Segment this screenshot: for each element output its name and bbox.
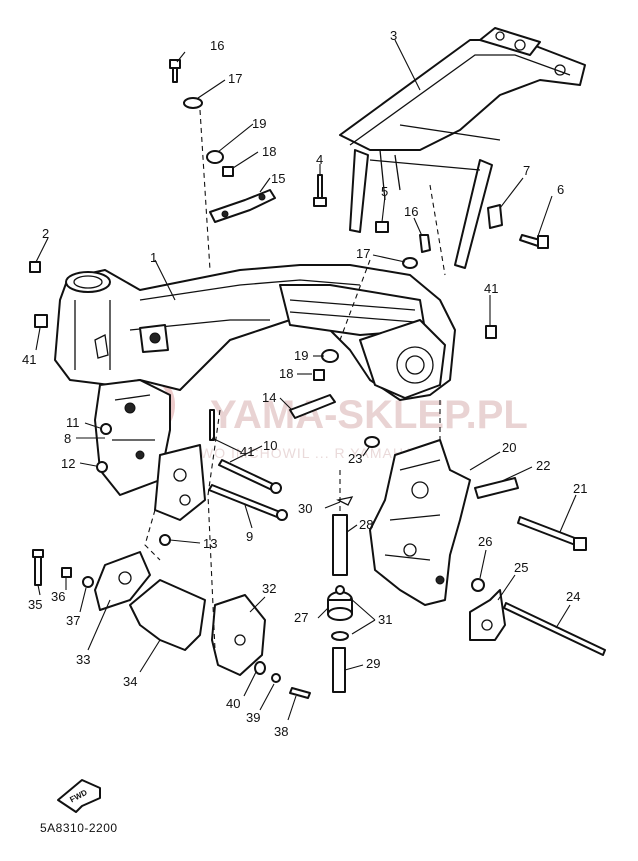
callout-32: 32 <box>262 581 276 596</box>
callout-7: 7 <box>523 163 530 178</box>
right-bracket <box>369 439 471 606</box>
rear-frame <box>339 27 586 269</box>
callout-34: 34 <box>123 674 137 689</box>
callout-41b: 41 <box>484 281 498 296</box>
callout-38: 38 <box>274 724 288 739</box>
callout-26: 26 <box>478 534 492 549</box>
callout-17b: 17 <box>356 246 370 261</box>
watermark-text: YAMA-SKLEP.PL <box>210 393 528 437</box>
callout-15: 15 <box>271 171 285 186</box>
callout-20: 20 <box>502 440 516 455</box>
callout-41: 41 <box>22 352 36 367</box>
fwd-arrow: FWD <box>57 779 101 813</box>
callout-10: 10 <box>263 438 277 453</box>
callout-37: 37 <box>66 613 80 628</box>
callout-27: 27 <box>294 610 308 625</box>
callout-29: 29 <box>366 656 380 671</box>
small-parts <box>29 59 606 699</box>
callout-16b: 16 <box>404 204 418 219</box>
callout-14: 14 <box>262 390 276 405</box>
callout-6: 6 <box>557 182 564 197</box>
leader-lines <box>35 39 577 721</box>
callout-25: 25 <box>514 560 528 575</box>
callout-36: 36 <box>51 589 65 604</box>
callout-11: 11 <box>66 415 80 430</box>
lower-bracket <box>154 444 206 521</box>
callout-1: 1 <box>150 250 157 265</box>
callout-31: 31 <box>378 612 392 627</box>
callout-3: 3 <box>390 28 397 43</box>
callout-39: 39 <box>246 710 260 725</box>
callout-2: 2 <box>42 226 49 241</box>
callout-23: 23 <box>348 451 362 466</box>
callout-35: 35 <box>28 597 42 612</box>
callout-18b: 18 <box>279 366 293 381</box>
callout-19: 19 <box>252 116 266 131</box>
callout-5: 5 <box>381 184 388 199</box>
callout-18: 18 <box>262 144 276 159</box>
callout-16: 16 <box>210 38 224 53</box>
callout-19b: 19 <box>294 348 308 363</box>
callout-8: 8 <box>64 431 71 446</box>
callout-33: 33 <box>76 652 90 667</box>
callout-30: 30 <box>298 501 312 516</box>
alignment-lines <box>144 109 446 651</box>
callout-40: 40 <box>226 696 240 711</box>
drawing-code: 5A8310-2200 <box>40 821 118 835</box>
callout-22: 22 <box>536 458 550 473</box>
callout-28: 28 <box>359 517 373 532</box>
callout-24: 24 <box>566 589 580 604</box>
callout-17: 17 <box>228 71 242 86</box>
callout-21: 21 <box>573 481 587 496</box>
callout-12: 12 <box>61 456 75 471</box>
callout-labels: 16 17 19 18 15 3 4 5 6 7 16 17 2 1 41 41… <box>22 28 587 739</box>
callout-13: 13 <box>203 536 217 551</box>
callout-4: 4 <box>316 152 323 167</box>
watermark-subtitle: WO IMCHOWIL ... R YAMAHA <box>200 445 414 461</box>
callout-41c: 41 <box>240 444 254 459</box>
callout-9: 9 <box>246 529 253 544</box>
main-frame <box>54 264 456 401</box>
watermark: YAMA-SKLEP.PL WO IMCHOWIL ... R YAMAHA <box>105 370 528 461</box>
